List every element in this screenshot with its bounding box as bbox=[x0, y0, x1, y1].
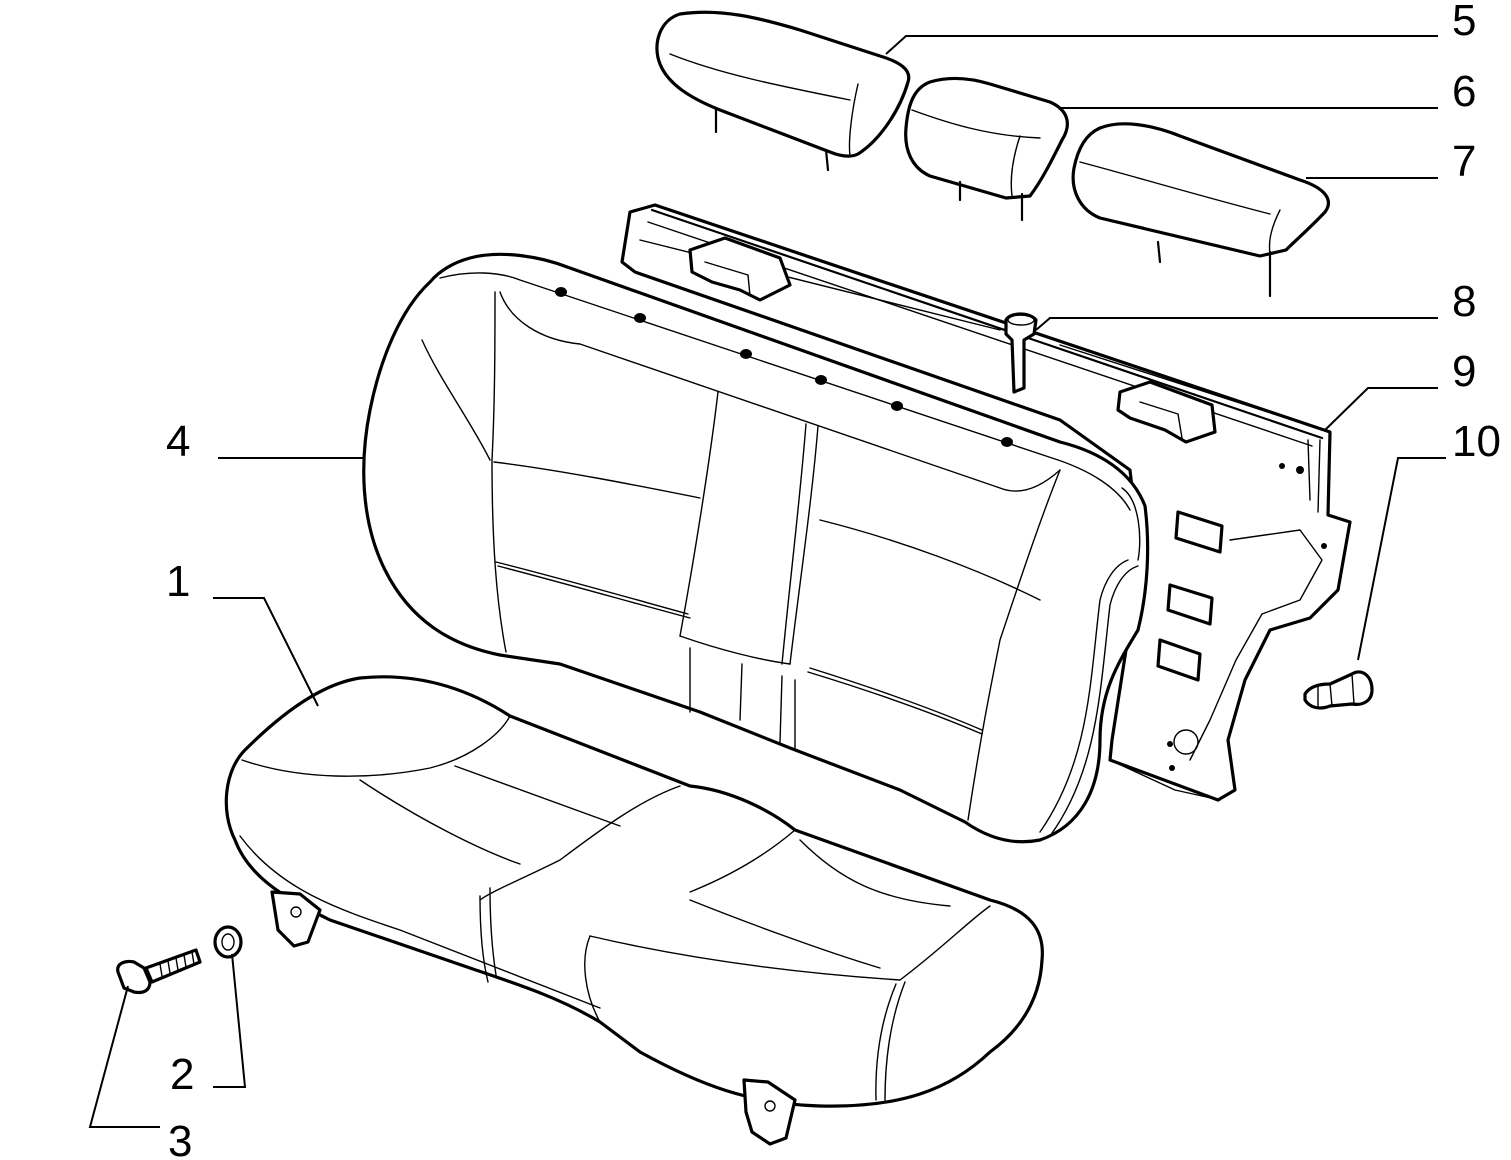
callout-1: 1 bbox=[166, 557, 190, 606]
part-10-clip bbox=[1303, 670, 1374, 710]
leader-lines bbox=[88, 35, 1446, 1128]
callout-8: 8 bbox=[1452, 277, 1476, 326]
part-9-backrest-frame bbox=[620, 203, 1352, 802]
part-6-headrest-middle bbox=[904, 76, 1069, 222]
callout-6: 6 bbox=[1452, 67, 1476, 116]
part-3-bolt bbox=[116, 948, 202, 995]
callout-10: 10 bbox=[1452, 417, 1501, 466]
callout-labels: 5 6 7 8 9 10 4 1 2 3 bbox=[166, 0, 1501, 1160]
part-8-headrest-guide bbox=[1004, 312, 1038, 394]
callout-9: 9 bbox=[1452, 347, 1476, 396]
callout-5: 5 bbox=[1452, 0, 1476, 45]
part-7-headrest-right bbox=[1071, 122, 1330, 298]
part-5-headrest-left bbox=[655, 10, 911, 172]
part-4-backrest bbox=[362, 252, 1150, 844]
part-1-seat-cushion bbox=[224, 675, 1044, 1146]
callout-4: 4 bbox=[166, 417, 190, 466]
callout-3: 3 bbox=[168, 1117, 192, 1160]
part-2-washer bbox=[213, 925, 243, 959]
callout-7: 7 bbox=[1452, 137, 1476, 186]
callout-2: 2 bbox=[170, 1050, 194, 1099]
